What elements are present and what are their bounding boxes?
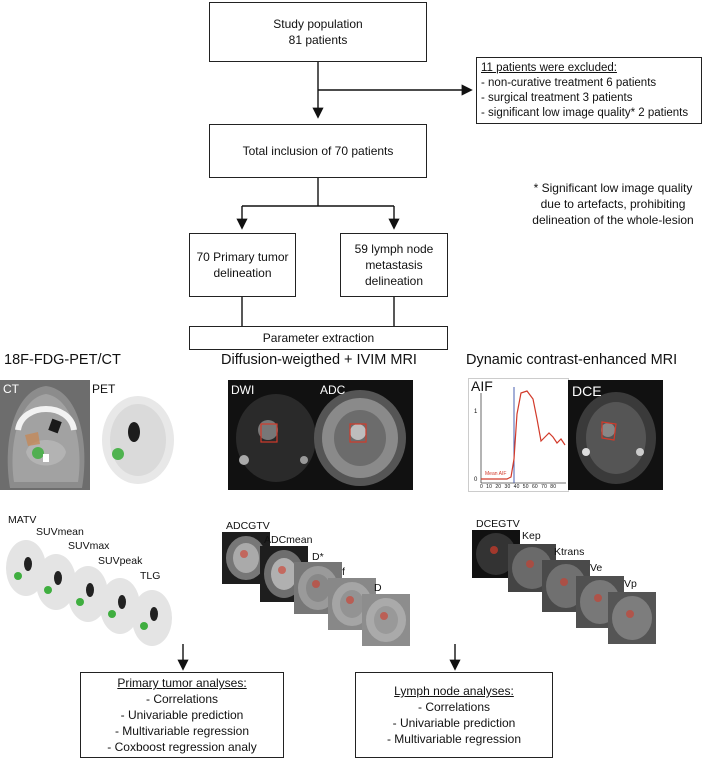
- dwi-param-label: f: [342, 566, 345, 578]
- lymph-analysis-item: - Correlations: [417, 700, 491, 714]
- footnote: * Significant low image quality due to a…: [520, 180, 706, 228]
- aif-plot: AIF 1 0 0 10 20 30 40 50 60 70 80 Mean A…: [468, 378, 569, 492]
- lymph-analysis-item: - Multivariable regression: [386, 732, 522, 746]
- primary-tumor-box: 70 Primary tumor delineation: [189, 233, 296, 297]
- lymph-analyses-title: Lymph node analyses:: [394, 684, 514, 698]
- dce-section-title: Dynamic contrast-enhanced MRI: [466, 352, 678, 368]
- dce-param-label: Ktrans: [554, 546, 585, 558]
- primary-analysis-item: - Correlations: [145, 692, 219, 706]
- dce-param-slice: [472, 530, 520, 578]
- study-label: Study population: [273, 17, 363, 31]
- aif-ytick: 0: [474, 477, 478, 483]
- pet-param-label: SUVmean: [36, 526, 84, 538]
- primary-analyses-box: Primary tumor analyses: - Correlations -…: [80, 672, 284, 758]
- ct-image: CT: [0, 380, 91, 490]
- lymph-node-label: delineation: [364, 274, 424, 288]
- pet-param-slice: [130, 586, 174, 648]
- adc-label: ADC: [320, 383, 346, 397]
- total-inclusion-label: Total inclusion of 70 patients: [242, 144, 394, 158]
- primary-tumor-label: delineation: [213, 266, 272, 280]
- excluded-item: - surgical treatment 3 patients: [481, 91, 633, 104]
- lymph-node-label: metastasis: [365, 258, 423, 272]
- dce-param-label: Ve: [590, 562, 603, 574]
- excluded-item: - non-curative treatment 6 patients: [481, 76, 657, 89]
- study-population-box: Study population 81 patients: [209, 2, 427, 62]
- ct-label: CT: [3, 382, 19, 396]
- dwi-param-label: D: [374, 582, 382, 594]
- dce-label: DCE: [572, 383, 602, 399]
- lymph-analysis-item: - Univariable prediction: [392, 716, 516, 730]
- dce-param-label: Vp: [624, 578, 637, 590]
- pet-param-label: MATV: [8, 514, 37, 526]
- pet-label: PET: [92, 382, 116, 396]
- study-count: 81 patients: [288, 33, 348, 47]
- dce-param-slice: [608, 592, 656, 644]
- pet-param-label: SUVmax: [68, 540, 110, 552]
- dwi-param-label: ADCmean: [264, 534, 313, 546]
- pet-section-title: 18F-FDG-PET/CT: [4, 352, 121, 368]
- dwi-param-label: ADCGTV: [226, 520, 270, 532]
- primary-analysis-item: - Univariable prediction: [120, 708, 244, 722]
- aif-legend: Mean AIF: [485, 471, 507, 477]
- footnote-line: * Significant low image quality: [533, 181, 693, 195]
- aif-ytick: 1: [474, 409, 478, 415]
- dce-param-label: Kep: [522, 530, 541, 542]
- lymph-analyses-box: Lymph node analyses: - Correlations - Un…: [355, 672, 553, 758]
- primary-analyses-title: Primary tumor analyses:: [117, 676, 247, 690]
- excluded-item: - significant low image quality* 2 patie…: [481, 106, 689, 119]
- pet-param-slice: [66, 562, 110, 624]
- primary-analysis-item: - Coxboost regression analy: [107, 740, 257, 754]
- parameter-extraction-box: Parameter extraction: [189, 326, 448, 350]
- dwi-param-slice: [328, 578, 376, 630]
- pet-param-slice: [98, 574, 142, 636]
- dwi-param-label: D*: [312, 551, 324, 563]
- pet-param-label: SUVpeak: [98, 555, 143, 567]
- dwi-param-slice: [294, 562, 342, 614]
- pet-param-label: TLG: [140, 570, 161, 582]
- footnote-line: delineation of the whole-lesion: [532, 213, 694, 227]
- aif-xticks: 0 10 20 30 40 50 60 70 80: [480, 484, 557, 490]
- excluded-title: 11 patients were excluded:: [481, 61, 617, 74]
- dwi-section-title: Diffusion-weigthed + IVIM MRI: [221, 352, 417, 368]
- dce-image: DCE: [568, 380, 663, 490]
- dwi-param-slice: [362, 594, 410, 646]
- dce-param-label: DCEGTV: [476, 518, 520, 530]
- dwi-label: DWI: [231, 383, 255, 397]
- dwi-adc-image: DWI ADC: [228, 380, 413, 490]
- pet-param-slice: [34, 550, 78, 612]
- footnote-line: due to artefacts, prohibiting: [540, 197, 686, 211]
- aif-label: AIF: [471, 378, 493, 394]
- primary-analysis-item: - Multivariable regression: [114, 724, 250, 738]
- lymph-node-box: 59 lymph node metastasis delineation: [340, 233, 448, 297]
- pet-image: PET: [90, 380, 186, 490]
- excluded-box: 11 patients were excluded: - non-curativ…: [476, 57, 702, 124]
- parameter-extraction-label: Parameter extraction: [262, 331, 375, 345]
- lymph-node-label: 59 lymph node: [354, 242, 434, 256]
- total-inclusion-box: Total inclusion of 70 patients: [209, 124, 427, 178]
- primary-tumor-label: 70 Primary tumor: [196, 250, 289, 264]
